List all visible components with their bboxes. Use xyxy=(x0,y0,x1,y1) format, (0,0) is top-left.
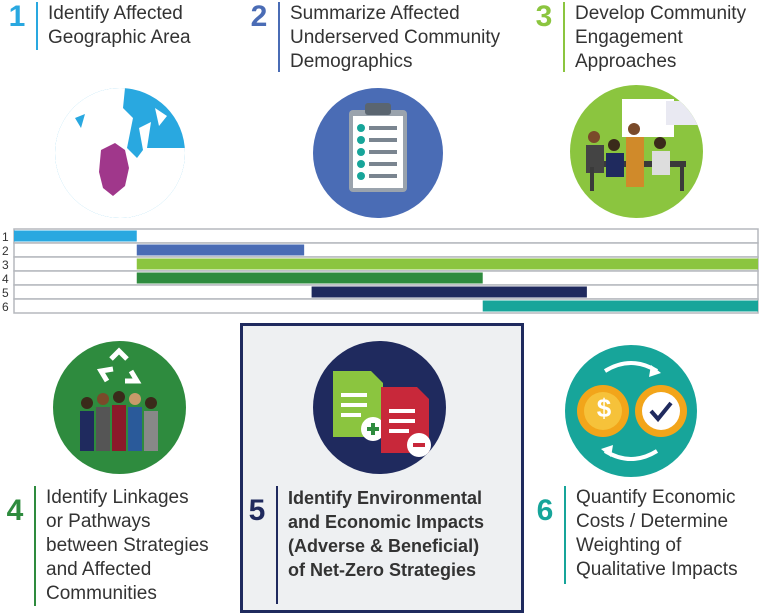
step-2-circle xyxy=(313,88,443,218)
step-6-label-line: Weighting of xyxy=(576,535,682,556)
timeline-bar-step-1 xyxy=(14,230,137,242)
timeline-bar-step-6 xyxy=(482,300,758,312)
step-2-label-line: Summarize Affected xyxy=(290,3,460,24)
step-3-circle xyxy=(570,85,703,218)
step-1-divider xyxy=(36,2,38,50)
step-4-label-line: or Pathways xyxy=(46,511,151,532)
step-2-number: 2 xyxy=(250,0,268,33)
timeline-row-label: 4 xyxy=(2,272,9,286)
step-5-label-line: of Net-Zero Strategies xyxy=(288,560,477,580)
map-icon xyxy=(55,88,185,218)
plus-minus-documents-icon xyxy=(313,341,446,474)
step-1-label-line: Identify Affected xyxy=(48,3,183,24)
timeline-row-label: 2 xyxy=(2,244,9,258)
step-1-circle xyxy=(55,88,185,218)
step-3-label-line: Approaches xyxy=(575,51,677,72)
timeline-bar-step-4 xyxy=(136,272,483,284)
step-6-label-line: Costs / Determine xyxy=(576,511,729,532)
step-3-divider xyxy=(563,2,565,72)
timeline-bar-step-5 xyxy=(311,286,587,298)
step-4-number: 4 xyxy=(6,494,24,527)
clipboard-checklist-icon xyxy=(313,88,443,218)
step-5-label-line: and Economic Impacts xyxy=(288,512,485,532)
step-3-label-line: Engagement xyxy=(575,27,683,48)
timeline-row-label: 5 xyxy=(2,286,9,300)
dollar-sign-icon: $ xyxy=(596,393,612,423)
timeline-row-label: 6 xyxy=(2,300,9,314)
step-6-label-line: Quantify Economic xyxy=(576,487,736,508)
step-3-heading: 3 Develop Community Engagement Approache… xyxy=(533,2,746,74)
timeline-bar-step-2 xyxy=(136,244,305,256)
step-6-label-line: Qualitative Impacts xyxy=(576,559,738,580)
timeline-row-label: 3 xyxy=(2,258,9,272)
step-2-label-line: Demographics xyxy=(290,51,413,72)
step-2-label-line: Underserved Community xyxy=(290,27,501,48)
timeline-row-label: 1 xyxy=(2,230,9,244)
step-4-label-line: Communities xyxy=(46,583,157,604)
step-6-circle xyxy=(565,345,697,477)
step-4-label-line: Identify Linkages xyxy=(46,487,189,508)
step-4-label-line: between Strategies xyxy=(46,535,209,556)
step-4-divider xyxy=(34,486,36,606)
step-6-number: 6 xyxy=(536,494,554,527)
step-5-circle xyxy=(313,341,446,474)
timeline-row-track xyxy=(13,242,759,258)
step-1-number: 1 xyxy=(8,0,26,33)
step-4-label-line: and Affected xyxy=(46,559,152,580)
step-3-number: 3 xyxy=(535,0,553,33)
step-5-heading: 5 Identify Environmental and Economic Im… xyxy=(246,486,484,604)
timeline-bar-step-3 xyxy=(136,258,758,270)
step-5-label-line: Identify Environmental xyxy=(288,488,483,508)
step-1-label-line: Geographic Area xyxy=(48,27,191,48)
step-3-label-line: Develop Community xyxy=(575,3,747,24)
step-6-heading: 6 Quantify Economic Costs / Determine We… xyxy=(534,486,738,584)
meeting-people-icon xyxy=(570,85,703,218)
step-4-circle xyxy=(53,341,186,474)
step-1-heading: 1 Identify Affected Geographic Area xyxy=(6,2,191,50)
step-2-divider xyxy=(278,2,280,72)
step-4-heading: 4 Identify Linkages or Pathways between … xyxy=(4,486,209,606)
dollar-exchange-icon xyxy=(565,345,697,477)
recycle-people-icon xyxy=(53,341,186,474)
step-5-divider xyxy=(276,486,278,604)
step-2-heading: 2 Summarize Affected Underserved Communi… xyxy=(248,2,500,74)
step-6-divider xyxy=(564,486,566,584)
step-5-number: 5 xyxy=(248,494,266,527)
step-5-label-line: (Adverse & Beneficial) xyxy=(288,536,480,556)
